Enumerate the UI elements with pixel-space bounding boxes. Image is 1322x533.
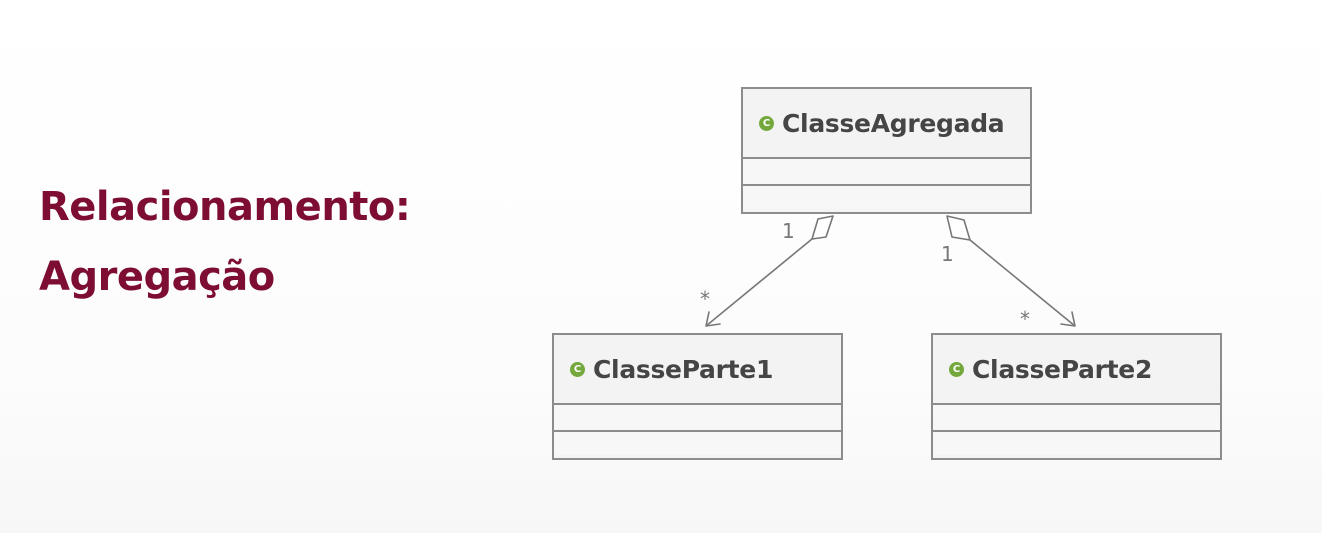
arrowhead-icon bbox=[705, 311, 721, 327]
aggregation-edge-part1: 1 * bbox=[700, 215, 834, 327]
methods-section bbox=[743, 184, 1030, 209]
multiplicity-target: * bbox=[700, 287, 710, 311]
title-line-2: Agregação bbox=[39, 254, 275, 300]
aggregation-diamond-icon bbox=[946, 215, 971, 241]
edge-line bbox=[969, 239, 1076, 327]
multiplicity-target: * bbox=[1020, 307, 1030, 331]
class-name: ClasseParte1 bbox=[593, 354, 774, 384]
class-box-part1: C ClasseParte1 bbox=[552, 333, 843, 460]
attributes-section bbox=[554, 405, 841, 430]
class-header: C ClasseAgregada bbox=[743, 89, 1030, 159]
class-icon: C bbox=[949, 361, 964, 377]
class-box-aggregate: C ClasseAgregada bbox=[741, 87, 1032, 214]
multiplicity-source: 1 bbox=[941, 242, 954, 266]
methods-section bbox=[554, 430, 841, 455]
class-header: C ClasseParte2 bbox=[933, 335, 1220, 405]
slide-title: Relacionamento: Agregação bbox=[39, 172, 411, 312]
class-icon: C bbox=[759, 115, 774, 131]
edge-line bbox=[705, 238, 813, 327]
multiplicity-source: 1 bbox=[782, 219, 795, 243]
title-line-1: Relacionamento: bbox=[39, 184, 411, 230]
class-box-part2: C ClasseParte2 bbox=[931, 333, 1222, 460]
aggregation-diamond-icon bbox=[811, 215, 834, 240]
methods-section bbox=[933, 430, 1220, 455]
class-icon: C bbox=[570, 361, 585, 377]
arrowhead-icon bbox=[1060, 311, 1076, 327]
class-name: ClasseParte2 bbox=[972, 354, 1153, 384]
class-header: C ClasseParte1 bbox=[554, 335, 841, 405]
class-name: ClasseAgregada bbox=[782, 108, 1005, 138]
aggregation-edge-part2: 1 * bbox=[941, 215, 1076, 331]
attributes-section bbox=[933, 405, 1220, 430]
attributes-section bbox=[743, 159, 1030, 184]
